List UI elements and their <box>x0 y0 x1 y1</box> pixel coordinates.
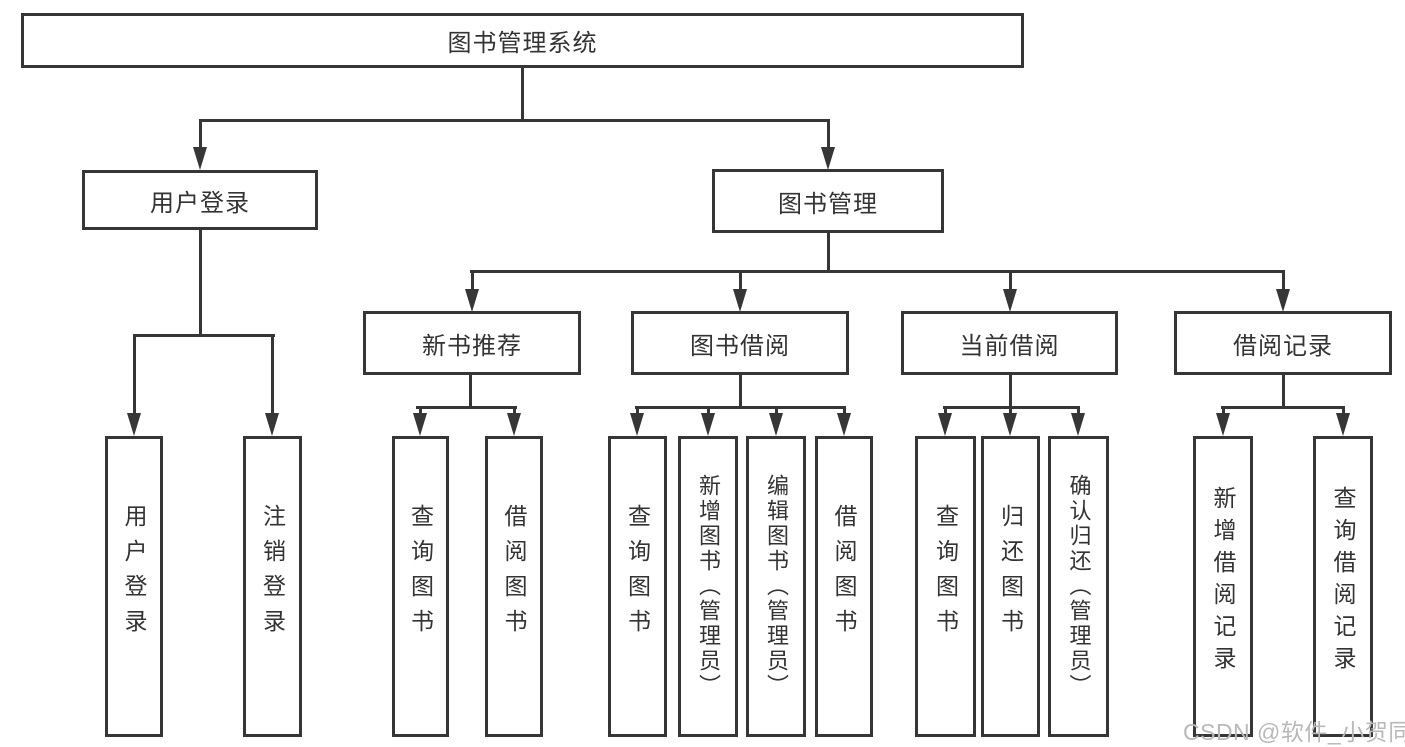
connector-line <box>826 233 830 272</box>
connector-line <box>943 406 947 417</box>
node-root: 图书管理系统 <box>21 13 1024 68</box>
leaf-borrow-books-2: 借阅图书 <box>815 436 873 737</box>
arrow-down-icon <box>768 413 783 436</box>
connector-line <box>1281 269 1285 296</box>
connector-line <box>635 406 846 409</box>
arrow-down-icon <box>732 289 747 312</box>
connector-line <box>198 118 202 151</box>
connector-line <box>416 406 517 409</box>
arrow-down-icon <box>937 413 952 436</box>
connector-line <box>774 406 778 417</box>
connector-line <box>738 269 742 296</box>
connector-line <box>468 373 472 409</box>
leaf-return-book: 归还图书 <box>981 436 1040 737</box>
connector-line <box>132 333 275 337</box>
node-new-book-recommend: 新书推荐 <box>363 311 581 375</box>
leaf-edit-book-admin: 编辑图书（管理员） <box>746 436 806 737</box>
leaf-query-books-3: 查询图书 <box>915 436 976 737</box>
connector-line <box>418 406 422 417</box>
arrow-down-icon <box>1070 413 1085 436</box>
arrow-down-icon <box>192 147 207 170</box>
arrow-down-icon <box>412 413 427 436</box>
connector-line <box>635 406 639 417</box>
connector-line <box>470 269 474 296</box>
connector-line <box>198 118 830 122</box>
node-current-borrow: 当前借阅 <box>901 311 1118 375</box>
connector-line <box>469 269 1285 273</box>
connector-line <box>842 406 846 417</box>
connector-line <box>512 406 516 417</box>
arrow-down-icon <box>1275 289 1290 312</box>
arrow-down-icon <box>629 413 644 436</box>
csdn-watermark: CSDN @软件_小贺同学 <box>1183 713 1405 747</box>
arrow-down-icon <box>464 289 479 312</box>
connector-line <box>826 118 830 151</box>
leaf-borrow-books-1: 借阅图书 <box>485 436 543 737</box>
connector-line <box>706 406 710 417</box>
connector-line <box>738 375 742 409</box>
connector-line <box>1076 406 1080 417</box>
node-book-borrow: 图书借阅 <box>631 311 849 375</box>
leaf-query-books-2: 查询图书 <box>608 436 667 737</box>
connector-line <box>270 333 274 416</box>
arrow-down-icon <box>1335 413 1350 436</box>
arrow-down-icon <box>1002 413 1017 436</box>
connector-line <box>1008 269 1012 296</box>
connector-line <box>1341 406 1345 417</box>
connector-line <box>132 333 136 416</box>
csdn-watermark-text: CSDN @软件_小贺同 <box>1183 719 1405 745</box>
arrow-down-icon <box>700 413 715 436</box>
arrow-down-icon <box>1215 413 1230 436</box>
arrow-down-icon <box>126 413 141 436</box>
arrow-down-icon <box>836 413 851 436</box>
connector-line <box>1221 406 1225 417</box>
node-book-management: 图书管理 <box>712 169 944 233</box>
leaf-add-book-admin: 新增图书（管理员） <box>678 436 738 737</box>
connector-line <box>943 406 1080 409</box>
node-borrow-records: 借阅记录 <box>1174 311 1392 375</box>
leaf-confirm-return-admin: 确认归还（管理员） <box>1048 436 1109 737</box>
connector-line <box>521 68 524 121</box>
connector-line <box>1008 375 1012 409</box>
arrow-down-icon <box>506 413 521 436</box>
node-user-login: 用户登录 <box>82 170 318 230</box>
leaf-add-borrow-record: 新增借阅记录 <box>1193 436 1253 737</box>
connector-line <box>198 230 202 336</box>
leaf-logout: 注销登录 <box>243 436 302 737</box>
arrow-down-icon <box>820 147 835 170</box>
connector-line <box>1008 406 1012 417</box>
connector-line <box>1221 406 1345 409</box>
connector-line <box>1281 375 1285 409</box>
leaf-query-books-1: 查询图书 <box>392 436 449 737</box>
arrow-down-icon <box>264 413 279 436</box>
leaf-user-login: 用户登录 <box>105 436 163 737</box>
leaf-query-borrow-record: 查询借阅记录 <box>1313 436 1373 737</box>
arrow-down-icon <box>1002 289 1017 312</box>
